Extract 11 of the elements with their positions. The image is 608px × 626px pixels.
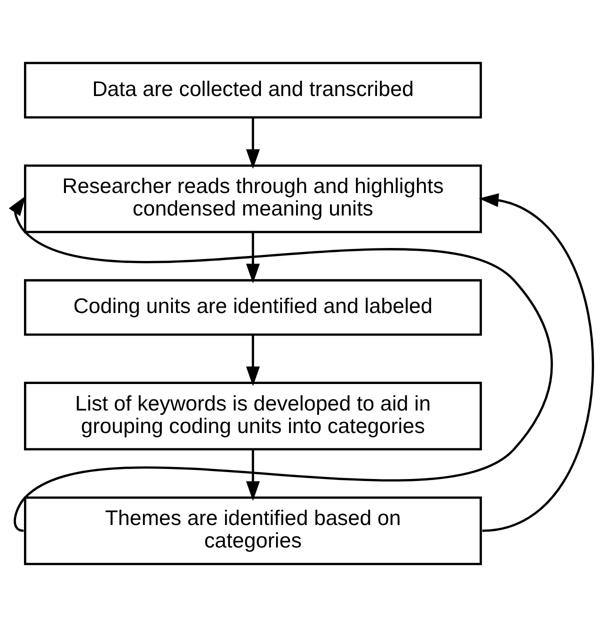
arrow <box>246 334 260 386</box>
node-box: Coding units are identified and labeled <box>24 278 482 336</box>
node-box: Data are collected and transcribed <box>24 61 482 118</box>
arrow <box>246 448 260 500</box>
node-box: List of keywords is developed to aid in grouping coding units into categories <box>24 381 482 450</box>
node-box: Researcher reads through and highlights condensed meaning units <box>24 164 482 233</box>
arrow <box>246 117 260 168</box>
arrow <box>8 196 553 532</box>
node-box: Themes are identified based on categories <box>24 496 482 565</box>
arrow <box>246 232 260 283</box>
arrow <box>478 192 594 532</box>
